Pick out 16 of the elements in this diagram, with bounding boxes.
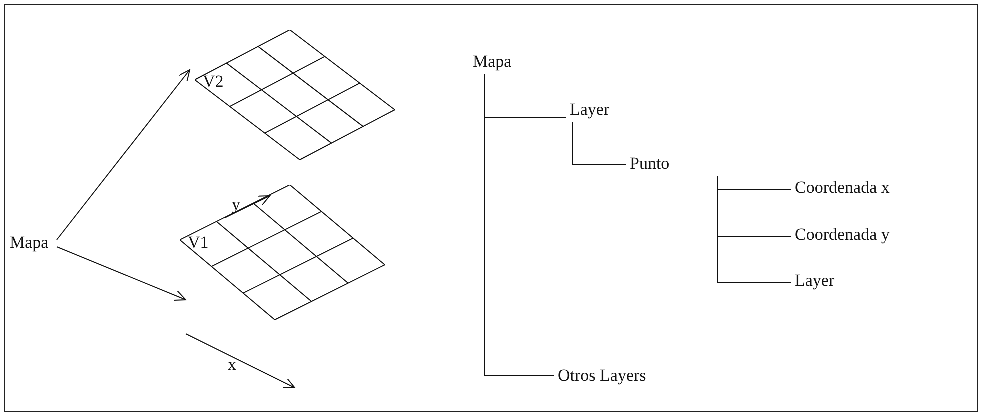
connector-line — [484, 74, 554, 376]
node-label: Punto — [630, 154, 670, 174]
node-label: Layer — [795, 271, 835, 291]
arrow — [56, 70, 190, 240]
axis-label: x — [228, 355, 236, 375]
node-label: Mapa — [10, 233, 49, 253]
arrow — [56, 246, 186, 301]
grid-label: V1 — [188, 233, 209, 253]
node-label: Layer — [570, 100, 610, 120]
node-label: Coordenada y — [795, 225, 890, 245]
node-label: Coordenada x — [795, 178, 890, 198]
connector-line — [718, 176, 792, 284]
node-label: Mapa — [473, 52, 512, 72]
node-label: Otros Layers — [558, 366, 646, 386]
grid-label: V2 — [203, 72, 224, 92]
connector-line — [572, 122, 626, 166]
